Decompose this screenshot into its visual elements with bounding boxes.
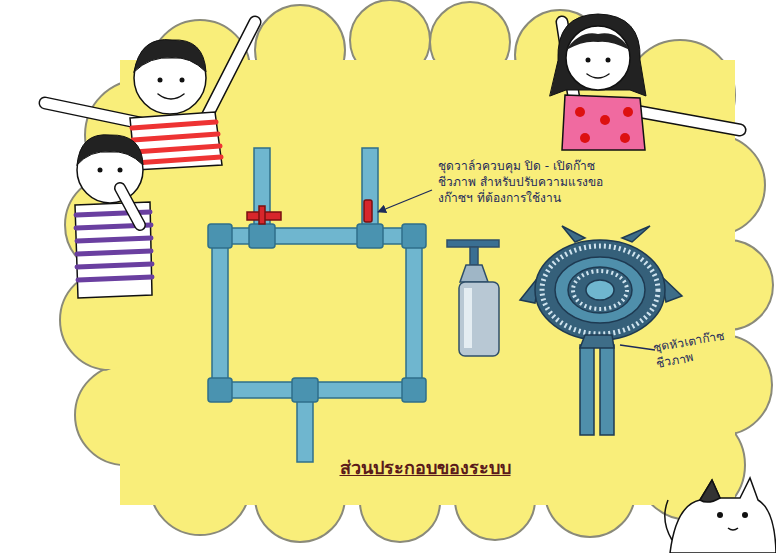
- bottle-body: [459, 282, 499, 356]
- pipe: [212, 228, 422, 244]
- eye: [118, 168, 123, 173]
- burner-holes: [573, 271, 627, 309]
- dot: [620, 133, 630, 143]
- arm-outline: [205, 22, 255, 120]
- kid-purple-shirt: [75, 135, 152, 298]
- burner-pipe: [600, 345, 614, 435]
- pipe-fittings: [208, 224, 426, 402]
- eye: [717, 512, 723, 518]
- leader-line: [620, 345, 655, 350]
- tee: [292, 378, 318, 402]
- burner-outer-ring: [535, 240, 665, 340]
- boy-red-shirt: [45, 22, 255, 170]
- eye: [606, 58, 611, 63]
- pipe: [406, 228, 422, 398]
- shirt-stripes: [132, 122, 221, 163]
- hair: [550, 14, 646, 96]
- pipe: [212, 228, 228, 398]
- arm: [630, 110, 740, 130]
- eye: [180, 78, 185, 83]
- cat-patch: [700, 480, 720, 502]
- dot: [600, 115, 610, 125]
- gas-burner: [520, 226, 682, 435]
- burner-inner-ring: [568, 267, 632, 313]
- smile: [587, 74, 609, 78]
- hair: [134, 40, 206, 72]
- dot: [623, 107, 633, 117]
- valve-handle: [259, 206, 265, 224]
- bottle-stem: [470, 247, 478, 265]
- cloud-core: [120, 60, 735, 505]
- pipe: [362, 148, 378, 233]
- diagram-title: ส่วนประกอบของระบบ: [300, 456, 550, 480]
- cloud-outline: [60, 0, 773, 542]
- leader-line: [378, 190, 432, 212]
- tee: [249, 224, 275, 248]
- eye: [158, 78, 163, 83]
- smile: [158, 94, 184, 99]
- shirt: [130, 112, 222, 170]
- shirt-dots: [575, 107, 633, 143]
- elbow: [208, 378, 232, 402]
- elbow: [402, 224, 426, 248]
- valve-pipe-set: [208, 148, 426, 462]
- arm: [120, 188, 140, 225]
- burner-center: [586, 280, 614, 300]
- burner-pipe: [580, 345, 594, 435]
- eye: [98, 168, 103, 173]
- elbow: [208, 224, 232, 248]
- cloud-fill: [62, 2, 771, 540]
- cat: [665, 478, 776, 553]
- cat-tail: [665, 500, 672, 540]
- shirt: [562, 95, 645, 150]
- face: [566, 26, 630, 90]
- cat-body: [670, 478, 776, 553]
- fringe: [566, 33, 630, 50]
- callout-label: ชุดวาล์วควบคุม ปิด - เปิดก๊าซชีวภาพ สำหร…: [438, 158, 630, 206]
- eye: [742, 512, 748, 518]
- dot: [580, 133, 590, 143]
- valve-handle: [364, 200, 372, 222]
- burner-middle: [555, 257, 645, 323]
- hair: [77, 135, 143, 165]
- girl-pink-shirt: [550, 14, 740, 150]
- arm: [205, 22, 255, 120]
- burner-neck: [580, 335, 614, 348]
- burner-holes: [542, 246, 658, 334]
- arm-outline: [120, 188, 140, 225]
- dot: [575, 107, 585, 117]
- bottle-neck: [460, 265, 488, 282]
- elbow: [402, 378, 426, 402]
- eye: [586, 58, 591, 63]
- gas-bottle: [447, 240, 499, 356]
- mouth: [728, 528, 738, 530]
- bottle-handle: [447, 240, 499, 247]
- arm-outline: [630, 110, 740, 130]
- bottle-shine: [464, 288, 472, 348]
- tee: [357, 224, 383, 248]
